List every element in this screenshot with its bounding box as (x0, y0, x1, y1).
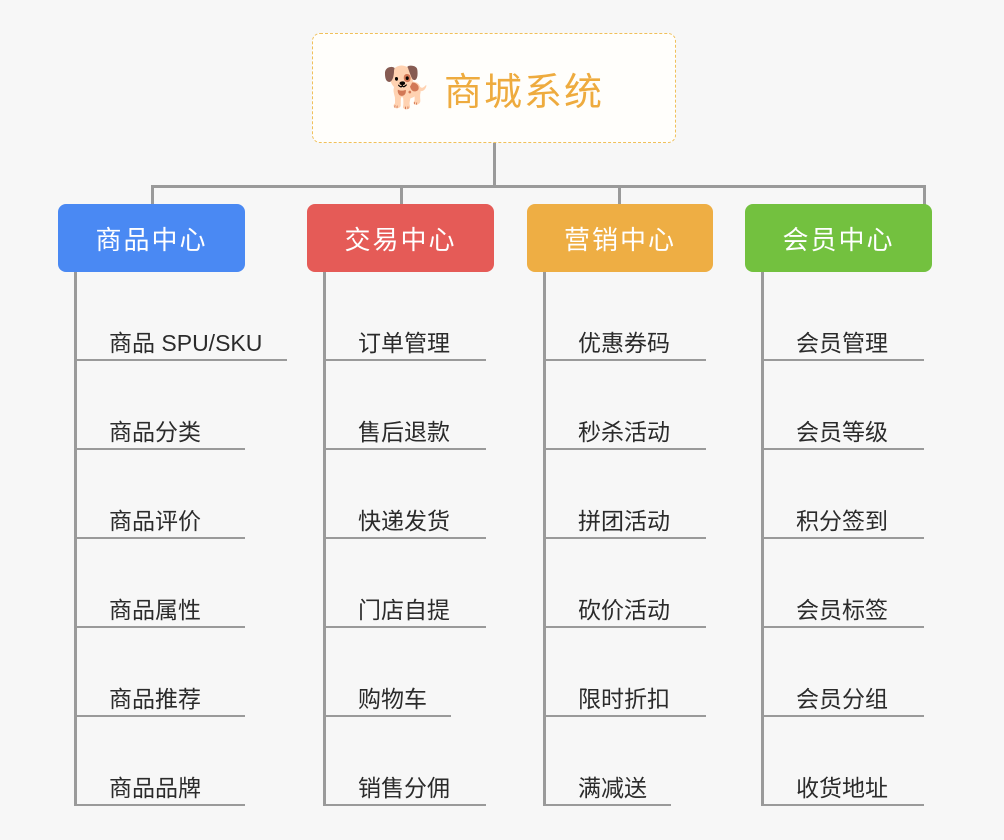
branch-drop-connector-1 (400, 185, 403, 207)
leaf-item[interactable]: 门店自提 (326, 539, 486, 628)
branch-header-label: 营销中心 (563, 224, 676, 255)
leaf-item[interactable]: 快递发货 (326, 450, 486, 539)
leaf-item[interactable]: 购物车 (326, 628, 451, 717)
leaf-item[interactable]: 会员管理 (764, 272, 924, 361)
leaf-item-label: 砍价活动 (578, 596, 670, 623)
leaf-item[interactable]: 满减送 (546, 717, 671, 806)
leaf-item[interactable]: 商品分类 (77, 361, 245, 450)
branch-items-product-center: 商品 SPU/SKU 商品分类 商品评价 商品属性 商品推荐 商品品牌 (74, 272, 287, 806)
leaf-item[interactable]: 限时折扣 (546, 628, 706, 717)
leaf-item[interactable]: 拼团活动 (546, 450, 706, 539)
branch-column-member-center: 会员中心 会员管理 会员等级 积分签到 会员标签 会员分组 收货地址 (745, 204, 932, 806)
root-stem-connector (493, 143, 496, 187)
leaf-item-label: 购物车 (358, 685, 427, 712)
leaf-item[interactable]: 商品推荐 (77, 628, 245, 717)
branch-drop-connector-0 (151, 185, 154, 207)
leaf-item-label: 会员等级 (796, 418, 888, 445)
leaf-item-label: 积分签到 (796, 507, 888, 534)
branch-items-member-center: 会员管理 会员等级 积分签到 会员标签 会员分组 收货地址 (761, 272, 924, 806)
leaf-item-label: 商品 SPU/SKU (109, 329, 263, 356)
branch-items-marketing-center: 优惠券码 秒杀活动 拼团活动 砍价活动 限时折扣 满减送 (543, 272, 706, 806)
leaf-item-label: 会员管理 (796, 329, 888, 356)
leaf-item-label: 商品分类 (109, 418, 201, 445)
leaf-item[interactable]: 积分签到 (764, 450, 924, 539)
leaf-item-label: 会员分组 (796, 685, 888, 712)
leaf-item-label: 商品属性 (109, 596, 201, 623)
leaf-item[interactable]: 砍价活动 (546, 539, 706, 628)
leaf-item-label: 拼团活动 (578, 507, 670, 534)
leaf-item-label: 收货地址 (796, 774, 888, 801)
leaf-item-label: 满减送 (578, 774, 647, 801)
leaf-item[interactable]: 会员分组 (764, 628, 924, 717)
leaf-item-label: 售后退款 (358, 418, 450, 445)
leaf-item-label: 商品推荐 (109, 685, 201, 712)
leaf-item-label: 快递发货 (358, 507, 450, 534)
leaf-item[interactable]: 秒杀活动 (546, 361, 706, 450)
leaf-item[interactable]: 商品 SPU/SKU (77, 272, 287, 361)
branch-column-product-center: 商品中心 商品 SPU/SKU 商品分类 商品评价 商品属性 商品推荐 商品品牌 (58, 204, 287, 806)
leaf-item-label: 优惠券码 (578, 329, 670, 356)
branch-header-member-center[interactable]: 会员中心 (745, 204, 932, 272)
leaf-item[interactable]: 售后退款 (326, 361, 486, 450)
leaf-item[interactable]: 收货地址 (764, 717, 924, 806)
leaf-item[interactable]: 商品属性 (77, 539, 245, 628)
horizontal-bus-connector (151, 185, 926, 188)
branch-header-trade-center[interactable]: 交易中心 (307, 204, 494, 272)
branch-items-trade-center: 订单管理 售后退款 快递发货 门店自提 购物车 销售分佣 (323, 272, 486, 806)
root-title: 商城系统 (443, 71, 604, 114)
leaf-item-label: 门店自提 (358, 596, 450, 623)
leaf-item-label: 秒杀活动 (578, 418, 670, 445)
branch-header-product-center[interactable]: 商品中心 (58, 204, 245, 272)
branch-header-marketing-center[interactable]: 营销中心 (527, 204, 713, 272)
dog-face-icon: 🐕 (382, 66, 432, 110)
leaf-item[interactable]: 优惠券码 (546, 272, 706, 361)
leaf-item-label: 销售分佣 (358, 774, 450, 801)
root-node[interactable]: 🐕 商城系统 (312, 33, 676, 143)
branch-drop-connector-3 (923, 185, 926, 207)
branch-header-label: 会员中心 (782, 224, 895, 255)
leaf-item-label: 限时折扣 (578, 685, 670, 712)
leaf-item[interactable]: 商品评价 (77, 450, 245, 539)
leaf-item-label: 会员标签 (796, 596, 888, 623)
leaf-item[interactable]: 会员标签 (764, 539, 924, 628)
branch-drop-connector-2 (618, 185, 621, 207)
leaf-item[interactable]: 订单管理 (326, 272, 486, 361)
leaf-item[interactable]: 销售分佣 (326, 717, 486, 806)
branch-header-label: 商品中心 (95, 224, 208, 255)
leaf-item[interactable]: 会员等级 (764, 361, 924, 450)
leaf-item-label: 商品评价 (109, 507, 201, 534)
branch-column-marketing-center: 营销中心 优惠券码 秒杀活动 拼团活动 砍价活动 限时折扣 满减送 (527, 204, 713, 806)
leaf-item-label: 订单管理 (358, 329, 450, 356)
leaf-item[interactable]: 商品品牌 (77, 717, 245, 806)
leaf-item-label: 商品品牌 (109, 774, 201, 801)
branch-header-label: 交易中心 (344, 224, 457, 255)
branch-column-trade-center: 交易中心 订单管理 售后退款 快递发货 门店自提 购物车 销售分佣 (307, 204, 494, 806)
